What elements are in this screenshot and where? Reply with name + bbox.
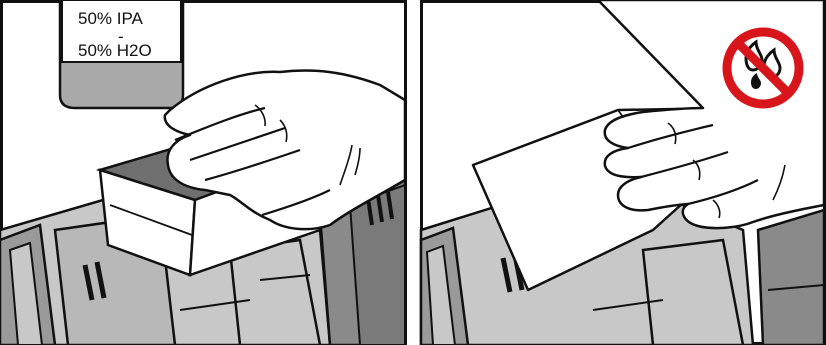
step-dry-wipe-panel [413, 0, 826, 345]
hand [598, 0, 824, 228]
no-water-drops-icon [727, 32, 799, 104]
step-wipe-with-solution-panel: 50% IPA - 50% H2O [0, 0, 413, 345]
bottle-label-line-2: 50% H2O [78, 41, 152, 60]
step-dry-wipe-illustration [413, 0, 826, 345]
bottle-label-line-1: 50% IPA [78, 9, 144, 28]
step-wipe-with-solution-illustration: 50% IPA - 50% H2O [0, 0, 413, 345]
solution-bottle: 50% IPA - 50% H2O [60, 0, 183, 108]
